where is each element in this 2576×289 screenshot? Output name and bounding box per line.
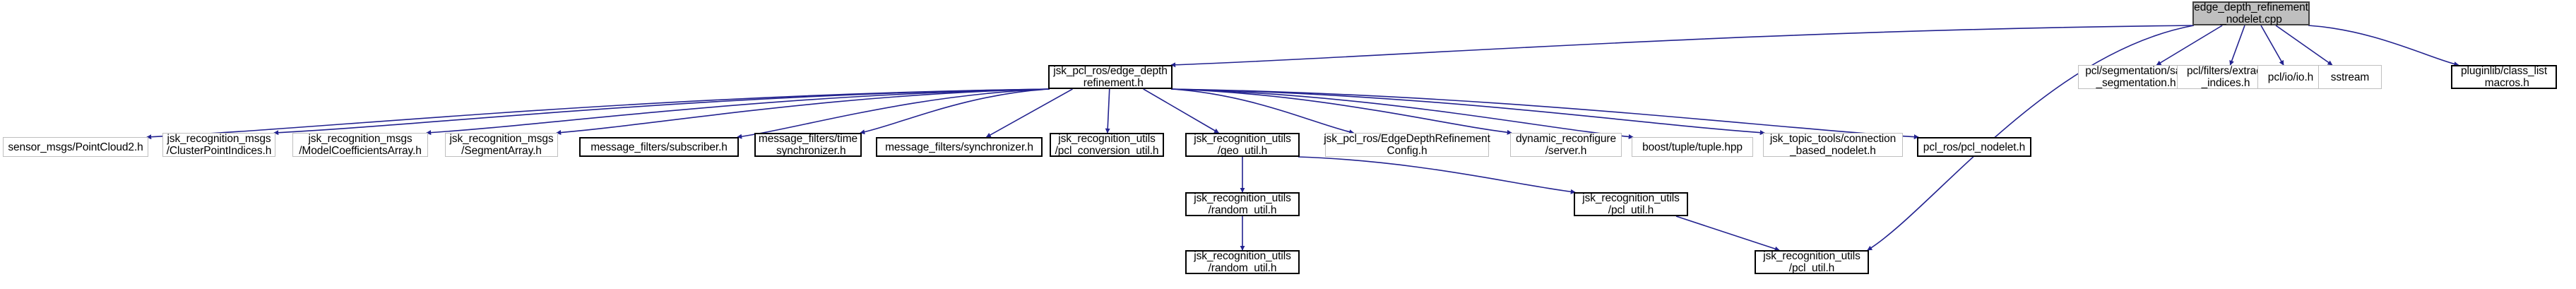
edge-geo_util-to-pcl_util <box>1298 156 1576 194</box>
graph-node-pcl_util_2[interactable]: jsk_recognition_utils /pcl_util.h <box>1755 250 1869 274</box>
graph-node-pcl_conversion_util[interactable]: jsk_recognition_utils /pcl_conversion_ut… <box>1050 133 1164 157</box>
graph-node-mf_sync[interactable]: message_filters/synchronizer.h <box>876 137 1043 157</box>
edge-pcl_util-to-pcl_util_2 <box>1675 216 1780 252</box>
edge-edge_depth_h-to-dyn_server <box>1170 88 1512 135</box>
graph-node-mf_subscriber[interactable]: message_filters/subscriber.h <box>579 137 739 157</box>
graph-node-conn_based_nodelet[interactable]: jsk_topic_tools/connection _based_nodele… <box>1763 133 1903 157</box>
graph-node-pluginlib[interactable]: pluginlib/class_list _macros.h <box>2451 65 2557 89</box>
graph-node-geo_util[interactable]: jsk_recognition_utils /geo_util.h <box>1185 133 1300 157</box>
edge-root-to-pluginlib <box>2308 25 2459 66</box>
graph-node-pcl_sac_seg[interactable]: pcl/segmentation/sac _segmentation.h <box>2078 65 2194 89</box>
edge-edge_depth_h-to-pcl_nodelet <box>1170 88 1919 140</box>
graph-node-edge_config[interactable]: jsk_pcl_ros/EdgeDepthRefinement Config.h <box>1324 133 1490 157</box>
edge-root-to-edge_depth_h <box>1170 25 2195 68</box>
graph-node-cluster_point_ind[interactable]: jsk_recognition_msgs /ClusterPointIndice… <box>162 133 275 157</box>
graph-node-sensor_pc2[interactable]: sensor_msgs/PointCloud2.h <box>3 137 148 157</box>
graph-node-boost_tuple[interactable]: boost/tuple/tuple.hpp <box>1632 137 1753 157</box>
edge-root-to-pcl_sac_seg <box>2156 25 2223 66</box>
graph-node-segment_array[interactable]: jsk_recognition_msgs /SegmentArray.h <box>445 133 558 157</box>
edge-edge_depth_h-to-segment_array <box>556 88 1050 135</box>
graph-node-random_util_2[interactable]: jsk_recognition_utils /random_util.h <box>1185 250 1300 274</box>
edge-edge_depth_h-to-cluster_point_ind <box>273 88 1050 136</box>
graph-node-pcl_util[interactable]: jsk_recognition_utils /pcl_util.h <box>1574 192 1688 216</box>
edge-root-to-pcl_extract_indices <box>2229 25 2245 66</box>
graph-node-random_util_1[interactable]: jsk_recognition_utils /random_util.h <box>1185 192 1300 216</box>
graph-node-pcl_io[interactable]: pcl/io/io.h <box>2257 65 2324 89</box>
graph-node-model_coeff_arr[interactable]: jsk_recognition_msgs /ModelCoefficientsA… <box>292 133 428 157</box>
edge-root-to-sstream <box>2275 25 2333 66</box>
graph-node-pcl_nodelet[interactable]: pcl_ros/pcl_nodelet.h <box>1917 137 2031 157</box>
edge-edge_depth_h-to-mf_sync <box>985 88 1073 138</box>
edge-edge_depth_h-to-geo_util <box>1143 88 1220 134</box>
edge-root-to-pcl_io <box>2260 25 2284 66</box>
graph-node-dyn_server[interactable]: dynamic_reconfigure /server.h <box>1510 133 1622 157</box>
edge-edge_depth_h-to-mf_subscriber <box>737 88 1050 139</box>
graph-node-mf_time_sync[interactable]: message_filters/time _synchronizer.h <box>754 133 862 157</box>
edge-edge_depth_h-to-edge_config <box>1170 88 1355 135</box>
edge-edge_depth_h-to-pcl_conversion_util <box>1105 88 1110 134</box>
edge-edge_depth_h-to-model_coeff_arr <box>426 88 1050 136</box>
edge-edge_depth_h-to-conn_based_nodelet <box>1170 88 1765 136</box>
graph-node-root[interactable]: edge_depth_refinement _nodelet.cpp <box>2192 1 2310 25</box>
edge-edge_depth_h-to-boost_tuple <box>1170 88 1634 139</box>
edge-edge_depth_h-to-mf_time_sync <box>860 88 1050 135</box>
graph-node-edge_depth_h[interactable]: jsk_pcl_ros/edge_depth _refinement.h <box>1048 65 1173 89</box>
graph-node-sstream[interactable]: sstream <box>2318 65 2382 89</box>
edge-edge_depth_h-to-sensor_pc2 <box>146 88 1050 140</box>
